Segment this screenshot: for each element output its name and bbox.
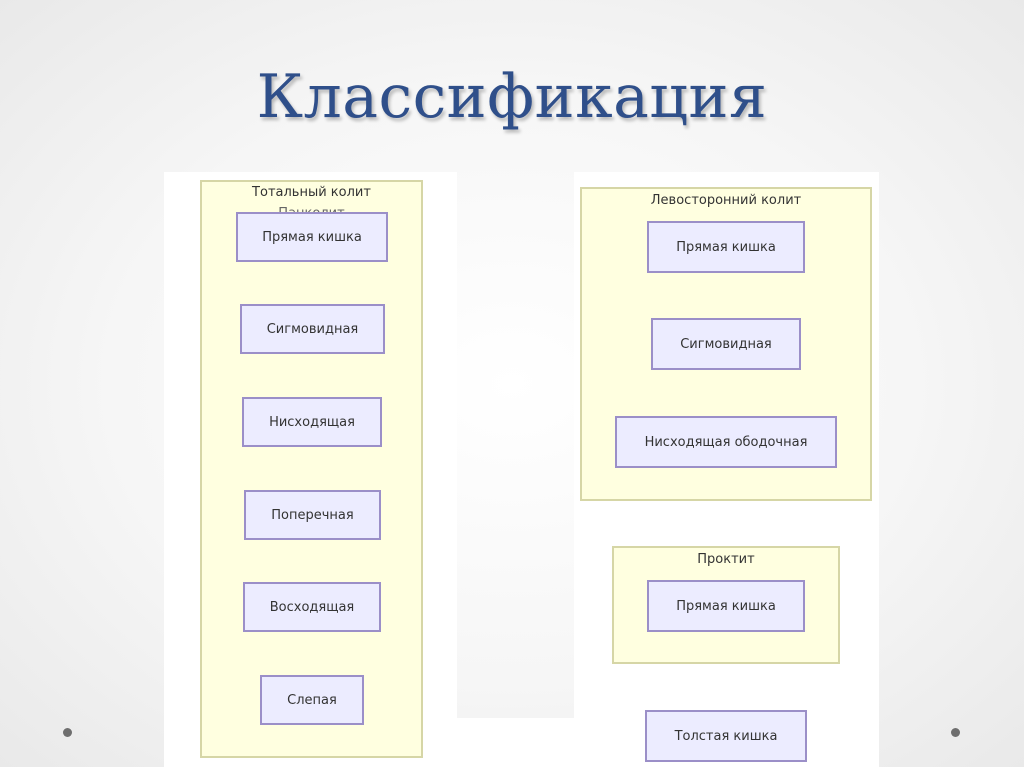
box-total-rectum: Прямая кишка — [236, 212, 388, 262]
group-total-colitis: Тотальный колит Панколит — [200, 180, 423, 758]
box-proctitis-rectum: Прямая кишка — [647, 580, 805, 632]
group-total-colitis-label: Тотальный колит — [252, 185, 371, 200]
box-total-cecum: Слепая — [260, 675, 364, 725]
decorative-dot-left — [63, 728, 72, 737]
box-total-ascending: Восходящая — [243, 582, 381, 632]
group-proctitis-label: Проктит — [697, 552, 755, 567]
group-left-colitis-label: Левосторонний колит — [650, 193, 802, 208]
box-total-transverse: Поперечная — [244, 490, 381, 540]
box-left-descending-colon: Нисходящая ободочная — [615, 416, 837, 468]
box-left-rectum: Прямая кишка — [647, 221, 805, 273]
group-total-colitis-sublabel: Панколит — [278, 206, 345, 214]
box-total-sigmoid: Сигмовидная — [240, 304, 385, 354]
diagram-panel-gap — [457, 718, 574, 767]
box-large-intestine: Толстая кишка — [645, 710, 807, 762]
box-total-descending: Нисходящая — [242, 397, 382, 447]
decorative-dot-right — [951, 728, 960, 737]
box-left-sigmoid: Сигмовидная — [651, 318, 801, 370]
slide-title: Классификация — [256, 62, 768, 132]
